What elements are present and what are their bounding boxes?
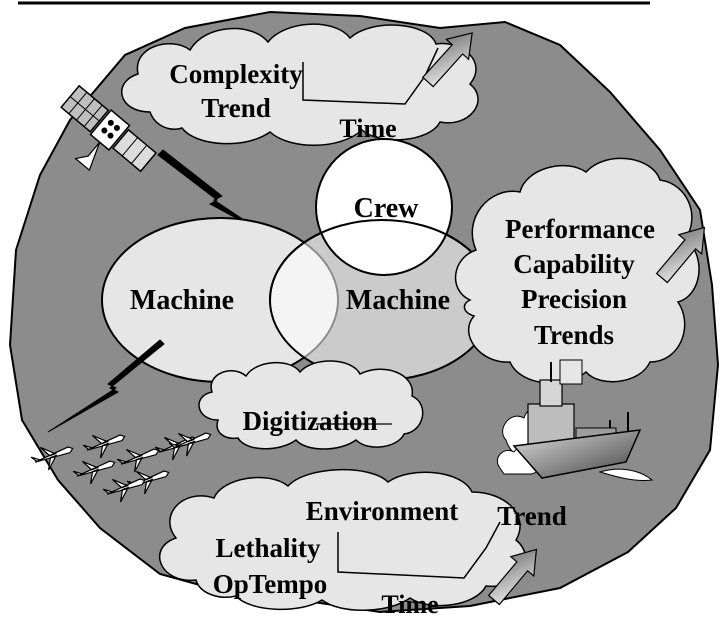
trend-arrow-icon	[421, 32, 473, 88]
environment-label: Environment	[306, 496, 459, 526]
cloud-ship-connector	[559, 359, 583, 385]
lightning-bolt-icon	[47, 339, 165, 433]
trend-arrow-icon	[655, 226, 706, 284]
aircraft-formation-icon	[30, 432, 212, 503]
cloud-shape	[158, 468, 527, 611]
complexity-trend-line	[302, 47, 439, 105]
satellite-icon	[60, 84, 158, 173]
complexity-trend-cloud: Complexity Trend Time	[121, 23, 479, 146]
complexity-label: Complexity	[169, 59, 303, 89]
crew-circle	[315, 138, 453, 276]
digitization-cloud: Digitization	[198, 360, 424, 450]
performance-trends-cloud: Performance Capability Precision Trends	[454, 157, 706, 384]
trends-label: Trends	[534, 320, 614, 350]
performance-label: Performance	[505, 214, 655, 244]
trend-arrow-icon	[487, 548, 538, 606]
environment-trend-line	[337, 521, 501, 579]
crew-label: Crew	[354, 193, 420, 224]
warship-icon	[496, 362, 654, 481]
machine-right-label: Machine	[346, 285, 450, 316]
digitization-label: Digitization	[243, 406, 378, 436]
cloud-shape	[198, 360, 424, 450]
lethality-label: Lethality	[216, 533, 321, 563]
time-label-bottom: Time	[381, 590, 438, 619]
precision-label: Precision	[521, 284, 627, 314]
capability-label: Capability	[513, 249, 635, 279]
machine-left-label: Machine	[130, 285, 234, 316]
optempo-label: OpTempo	[213, 569, 328, 599]
trend-label-bottom: Trend	[497, 501, 567, 531]
trend-label-top: Trend	[201, 93, 271, 123]
cloud-shape	[454, 157, 700, 384]
environment-trend-cloud: Environment Trend Lethality OpTempo Time	[158, 468, 567, 619]
